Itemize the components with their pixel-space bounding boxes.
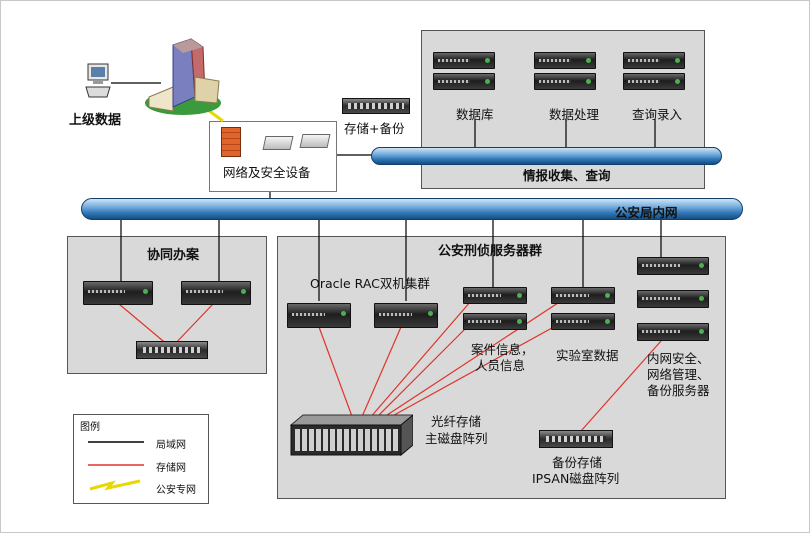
storage-backup-label: 存储+备份 [344,121,405,136]
storage-link [118,303,170,347]
backup-label-2: IPSAN磁盘阵列 [532,471,620,486]
collab-office-label: 协同办案 [147,248,200,263]
data-processing-server [534,73,596,90]
intranet-label-1: 内网安全、 [647,351,710,366]
legend-special-label: 公安专网 [156,485,196,496]
case-info-label-2: 人员信息 [475,358,526,373]
query-entry-server [623,52,685,69]
intel-collect-label: 情报收集、查询 [523,168,611,183]
storage-link [172,303,214,347]
data-processing-label: 数据处理 [549,107,600,122]
storage-link [360,326,402,420]
building-icon [143,37,223,117]
router-icon [299,134,331,148]
fiber-label-1: 光纤存储 [431,414,482,429]
oracle-server [287,303,351,328]
lab-data-server [551,287,615,304]
criminal-servers-label: 公安刑侦服务器群 [438,244,543,259]
lab-data-server [551,313,615,330]
legend-lan-label: 局域网 [156,440,186,451]
query-entry-label: 查询录入 [632,107,683,122]
police-lan-pipe [81,198,743,220]
storage-link [368,300,472,420]
legend-title: 图例 [80,422,100,433]
police-lan-label: 公安局内网 [615,205,678,220]
oracle-server [374,303,438,328]
query-entry-server [623,73,685,90]
storage-link [580,340,662,432]
pc-icon [85,63,111,99]
firewall-icon [221,127,241,157]
intranet-server [637,290,709,308]
intranet-label-2: 网络管理、 [647,367,710,382]
database-server [433,52,495,69]
legend-storage-label: 存储网 [156,463,186,474]
case-info-label-1: 案件信息， [471,342,534,357]
legend: 图例 局域网 存储网 公安专网 [73,414,209,504]
case-info-server [463,313,527,330]
upper-data-label: 上级数据 [69,113,122,128]
database-server [433,73,495,90]
legend-bolt-icon [89,479,141,491]
data-processing-server [534,52,596,69]
intel-bus-pipe [371,147,722,165]
collab-storage [136,341,208,359]
ipsan-array [539,430,613,448]
storage-link [318,326,354,420]
storage-link [380,300,562,420]
collab-server [83,281,153,305]
network-security-label: 网络及安全设备 [223,165,311,180]
oracle-rac-label: Oracle RAC双机集群 [310,276,430,291]
fiber-label-2: 主磁盘阵列 [425,431,488,446]
intranet-server [637,323,709,341]
intranet-server [637,257,709,275]
storage-link [374,322,472,420]
switch-icon [262,136,294,150]
backup-label-1: 备份存储 [552,455,603,470]
intranet-label-3: 备份服务器 [647,383,710,398]
lab-data-label: 实验室数据 [556,348,619,363]
storage-backup-device [342,98,410,114]
legend-swatches [88,441,144,491]
database-label: 数据库 [456,107,494,122]
storage-link [386,322,562,420]
fiber-storage-array [289,413,415,457]
case-info-server [463,287,527,304]
collab-server [181,281,251,305]
